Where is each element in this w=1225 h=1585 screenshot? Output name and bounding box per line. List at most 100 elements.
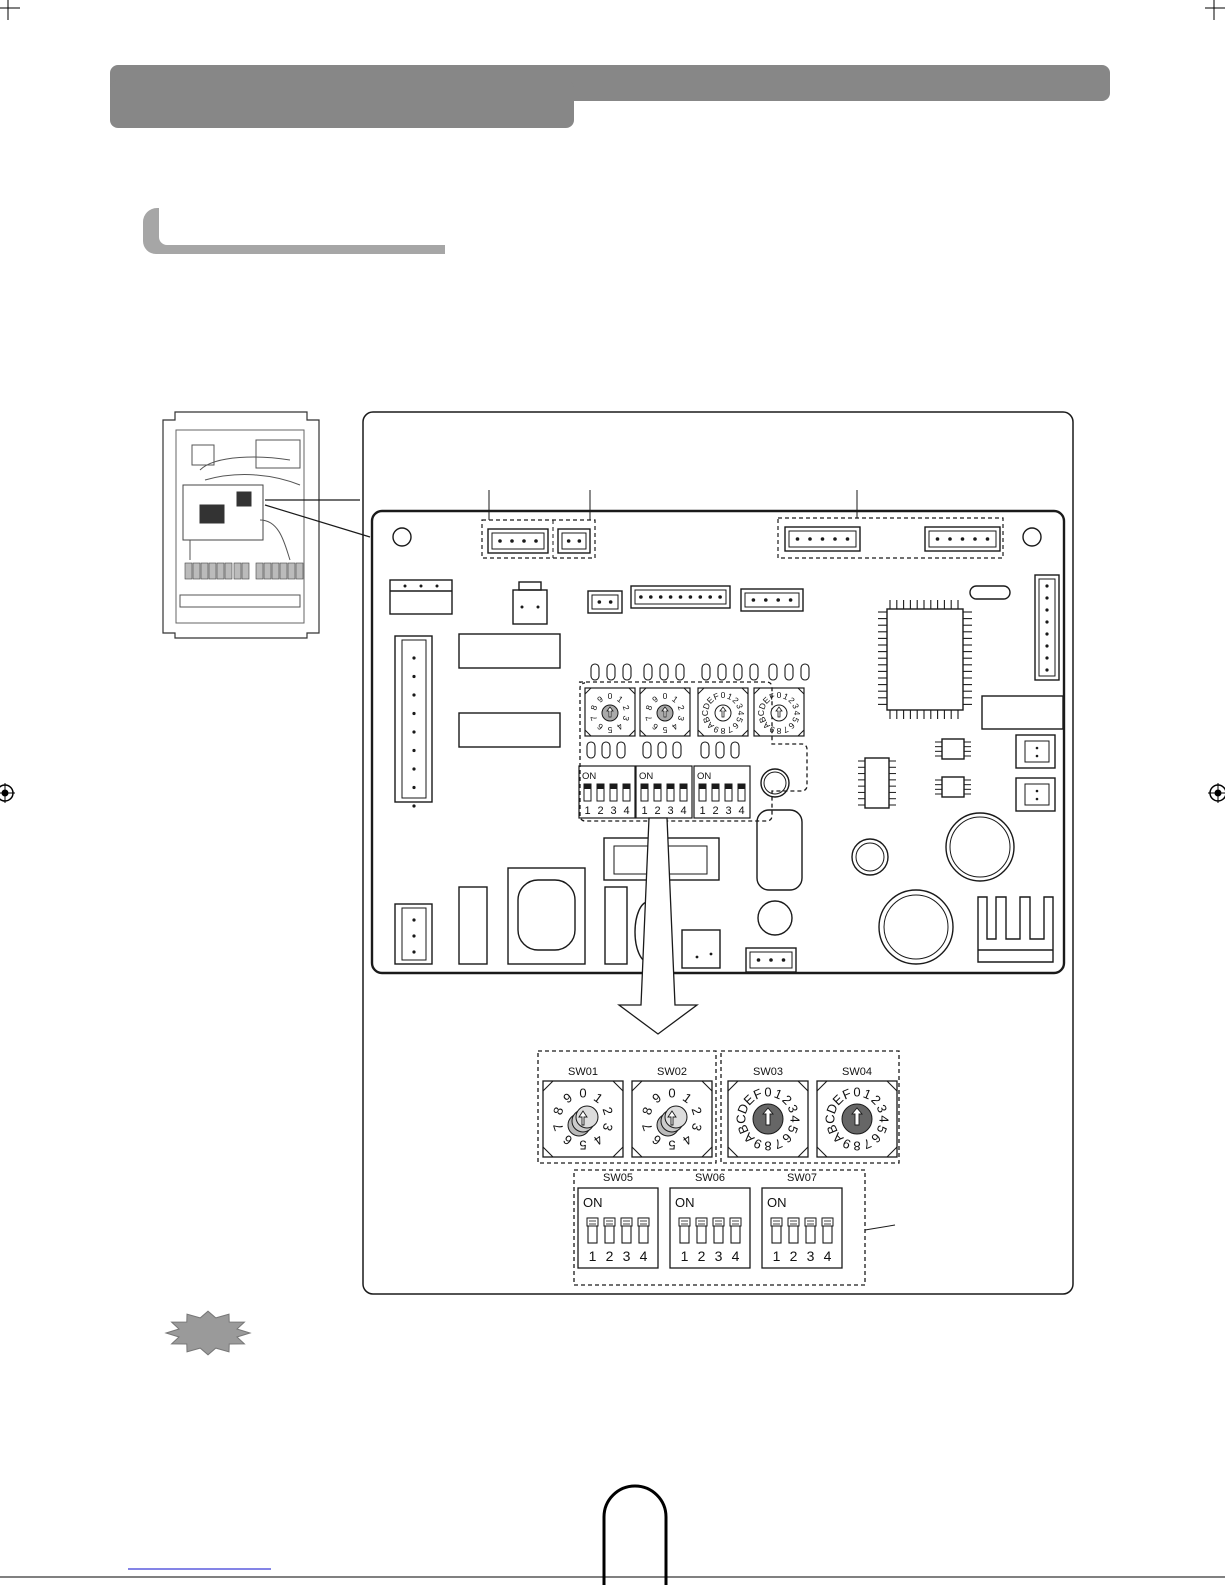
dial-digit: 8 [764, 1139, 771, 1154]
dial-digit: 4 [680, 1132, 695, 1148]
dip-pin-label: 2 [790, 1248, 798, 1264]
dial-digit: 1 [680, 1090, 695, 1106]
dip-pin-label: 2 [712, 805, 718, 817]
dial-digit: 1 [726, 691, 734, 702]
dial-digit: B [701, 715, 713, 724]
dip-on-label: ON [697, 771, 711, 782]
switch-label: SW05 [603, 1172, 633, 1184]
dial-digit: 3 [688, 1121, 705, 1133]
dip-pin-label: 3 [807, 1248, 815, 1264]
dip-on-label: ON [583, 1195, 603, 1210]
dial-digit: 2 [621, 704, 632, 712]
dial-digit: D [757, 701, 769, 711]
dial-digit: 9 [560, 1090, 575, 1106]
dial-digit: 5 [662, 725, 667, 735]
page-number-tab [602, 1484, 668, 1585]
dial-digit: 2 [787, 695, 798, 706]
dial-digit: 3 [790, 702, 801, 710]
dial-digit: 6 [650, 721, 660, 732]
dip-pin-label: 2 [654, 805, 660, 817]
dial-digit: 5 [668, 1138, 675, 1153]
dial-digit: 4 [788, 1115, 803, 1122]
dial-digit: 2 [688, 1105, 705, 1117]
dial-digit: 3 [599, 1121, 616, 1133]
dial-digit: C [756, 710, 766, 716]
dial-digit: 2 [599, 1105, 616, 1117]
dip-pin-label: 3 [667, 805, 673, 817]
registration-mark-right [1208, 783, 1225, 803]
diagram-frame [362, 411, 1074, 1295]
dip-pin-label: 1 [699, 805, 705, 817]
dial-digit: 8 [588, 704, 599, 712]
dip-on-label: ON [639, 771, 653, 782]
dial-digit: 8 [853, 1139, 860, 1154]
dial-digit: 4 [615, 721, 625, 732]
dial-digit: 7 [639, 1121, 656, 1133]
dip-pin-label: 1 [641, 805, 647, 817]
dip-pin-label: 2 [698, 1248, 706, 1264]
dial-digit: 3 [734, 702, 745, 710]
dial-digit: 7 [643, 714, 654, 722]
dial-digit: 0 [764, 1085, 771, 1100]
unit-overview-thumbnail [162, 411, 320, 639]
dip-pin-label: 1 [773, 1248, 781, 1264]
dial-digit: 5 [579, 1138, 586, 1153]
dial-digit: 1 [615, 694, 625, 705]
dial-digit: 0 [668, 1086, 675, 1101]
dial-digit: C [700, 710, 710, 716]
dial-digit: F [768, 691, 777, 702]
dial-digit: 8 [639, 1105, 656, 1117]
dial-digit: 3 [621, 714, 632, 722]
dial-digit: 1 [782, 691, 790, 702]
dial-digit: 5 [734, 716, 745, 724]
dip-pin-label: 4 [732, 1248, 740, 1264]
dial-digit: 4 [670, 721, 680, 732]
registration-mark-left [0, 783, 15, 803]
dial-digit: 8 [550, 1105, 567, 1117]
dial-digit: 7 [782, 724, 790, 735]
dial-digit: 6 [786, 721, 797, 732]
dip-pin-label: 1 [589, 1248, 597, 1264]
dial-digit: 0 [608, 691, 613, 701]
dip-pin-label: 3 [623, 1248, 631, 1264]
dip-on-label: ON [767, 1195, 787, 1210]
dip-pin-label: 3 [610, 805, 616, 817]
dial-digit: 7 [726, 724, 734, 735]
dial-digit: 8 [776, 726, 781, 736]
dial-digit: A [704, 720, 715, 731]
section-tab [143, 208, 445, 254]
dial-digit: 4 [792, 711, 802, 716]
dial-digit: 0 [853, 1085, 860, 1100]
zoom-arrow [617, 817, 699, 1035]
dip-pin-label: 1 [584, 805, 590, 817]
dip-pin-label: 3 [725, 805, 731, 817]
dial-digit: 5 [790, 716, 801, 724]
dip-pin-label: 4 [738, 805, 744, 817]
callout-lines [264, 499, 371, 538]
switch-label: SW07 [787, 1172, 817, 1184]
switch-label: SW06 [695, 1172, 725, 1184]
dial-digit: 9 [650, 694, 660, 705]
dip-pin-label: 2 [597, 805, 603, 817]
header-bar [110, 65, 1110, 128]
switch-label: SW03 [753, 1066, 783, 1078]
dial-digit: A [760, 720, 771, 731]
dial-digit: D [701, 701, 713, 711]
switch-label: SW01 [568, 1066, 598, 1078]
dip-pin-label: 3 [715, 1248, 723, 1264]
dip-pin-label: 1 [681, 1248, 689, 1264]
dial-digit: 4 [877, 1115, 892, 1122]
dial-digit: 8 [643, 704, 654, 712]
dip-pin-label: 4 [623, 805, 629, 817]
dial-digit: 9 [712, 724, 720, 735]
dial-digit: C [823, 1114, 838, 1123]
dial-digit: 6 [595, 721, 605, 732]
dip-pin-label: 2 [606, 1248, 614, 1264]
dial-digit: 4 [736, 711, 746, 716]
dial-digit: 2 [676, 704, 687, 712]
dial-digit: E [761, 694, 772, 705]
